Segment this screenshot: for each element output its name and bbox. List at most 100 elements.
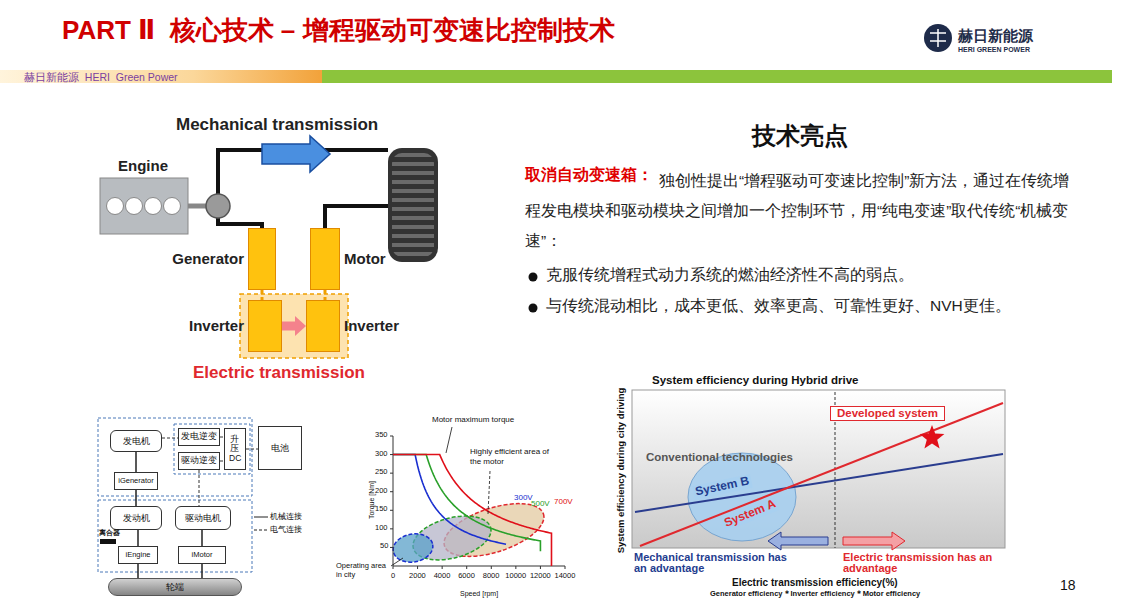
wheel-end-bar: 轮端 [108,578,242,596]
slide-title: PART Ⅱ 核心技术 – 增程驱动可变速比控制技术 [62,16,615,46]
axis-tick [390,473,393,474]
bullet-text: 与传统混动相比，成本更低、效率更高、可靠性更好、NVH更佳。 [546,297,1011,315]
part-name: Mechanical transmission [176,115,378,135]
node-text: 发电逆变 [181,432,217,442]
header-text: 赫日新能源 HERI Green Power [24,71,178,83]
node-text: Generator [172,250,244,267]
node-text: Developed system [837,407,938,420]
axis-tick [390,547,393,548]
art-shape [145,198,162,215]
logo-text: 赫日新能源 [958,27,1033,44]
legend-entry: 机械连接 [254,512,302,522]
art-shape [100,178,188,234]
axis-title: Torque [Nm] [368,481,376,519]
series-label: System A [721,497,780,532]
schematic-regions [98,418,252,572]
node-text: Inverter [189,317,244,334]
connector [135,490,137,506]
axis-tick [515,566,516,569]
bullet-dots [529,273,538,313]
torque-curve [393,455,551,566]
legend-text: 电气连接 [270,525,302,535]
connector [137,530,139,546]
clutch-bar [100,539,116,544]
tick-label: 4000 [434,572,451,581]
curve-label: 500V [531,499,550,508]
art-shape [529,304,538,313]
legend-line [254,530,268,531]
connector [324,290,327,300]
logo-subtext: HERI GREEN POWER [958,46,1030,54]
art-shape [843,532,905,550]
motor-box: Motor [310,228,340,290]
leader-line [391,558,403,566]
chart-title: System efficiency during Hybrid drive [652,374,858,387]
page-number: 18 [1060,577,1076,593]
art-shape [174,424,250,474]
connector [199,470,200,506]
node-text: Motor [344,250,386,267]
art-shape [188,204,206,209]
tick-label: 50 [380,542,388,551]
connector [162,438,178,439]
axis-tick [390,510,393,511]
tick-label: 350 [375,431,388,440]
axis-tick [417,566,418,569]
art-shape [640,403,1003,546]
wheel-symbol [388,148,438,262]
torque-chart [390,427,565,569]
highlight-lead: 取消自动变速箱： [525,166,653,184]
axis-tick [491,566,492,569]
legend-swatch [254,527,268,533]
art-shape [218,218,262,228]
ratio-box: iGenerator [114,472,158,490]
connector [135,452,137,472]
process-box: 发电逆变 [178,428,220,446]
connector [282,322,295,331]
axis-tick [540,566,541,569]
process-box: 升压DC [224,428,246,470]
torque-curve [393,455,540,552]
region-note: Mechanical transmission has an advantage [634,552,799,574]
art-shape [325,206,388,228]
node-text: iEngine [125,551,150,560]
callout-box: Developed system [830,406,945,421]
connector [246,449,258,450]
node-text: 驱动电机 [185,513,221,523]
tick-label: 12000 [530,572,551,581]
curve-label: 700V [554,497,573,506]
legend-entry: 电气连接 [254,525,302,535]
tick-label: 0 [391,572,395,581]
art-shape [632,390,1005,548]
node-text: 驱动逆变 [181,456,217,466]
legend-swatch [254,514,268,520]
chart-note: Motor maximum torque [432,415,514,424]
chart-axis [393,436,565,566]
tick-label: 14000 [555,572,576,581]
bullet-text: 克服传统增程式动力系统的燃油经济性不高的弱点。 [546,266,914,284]
header-bar [0,70,322,83]
tick-label: 10000 [505,572,526,581]
tick-label: 6000 [458,572,475,581]
generator-box: Generator [248,228,276,290]
art-shape [768,532,828,550]
inverter-box: Inverter [306,300,340,352]
art-shape [930,29,946,47]
inverter-box: Inverter [248,300,282,352]
power-split-device [206,194,230,218]
axis-tick [442,566,443,569]
axis-tick [565,566,566,569]
logo-mark [924,24,952,52]
ratio-box: iMotor [178,546,226,564]
art-shape [924,24,952,52]
chart-note: Highly efficient area of the motor [470,447,550,466]
node-text: iMotor [192,551,213,560]
battery-box: 电池 [258,426,302,470]
axis-tick [390,454,393,455]
art-shape [98,500,252,572]
tick-label: 8000 [483,572,500,581]
art-shape [164,198,181,215]
art-shape [107,198,124,215]
leader-line [488,471,490,514]
